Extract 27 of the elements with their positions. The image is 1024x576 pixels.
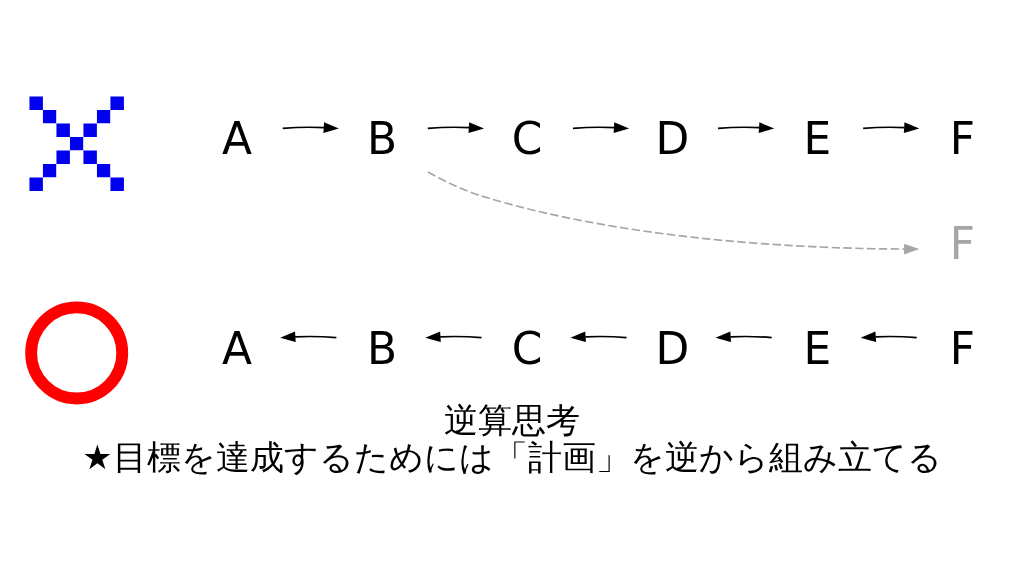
arrow xyxy=(281,122,339,133)
node-text: F xyxy=(949,217,976,269)
node-text: B xyxy=(367,113,398,165)
arrow xyxy=(572,122,630,133)
arrow xyxy=(860,331,918,343)
arrow xyxy=(717,122,775,133)
node-text: C xyxy=(511,322,543,374)
node-text: E xyxy=(803,113,832,165)
node-text: D xyxy=(655,113,690,165)
node-text: A xyxy=(221,113,252,165)
node-text: B xyxy=(367,322,398,374)
arrow xyxy=(570,331,628,343)
arrow xyxy=(427,171,920,255)
arrow xyxy=(715,331,773,343)
arrow xyxy=(425,331,483,343)
node-text: F xyxy=(949,322,976,374)
diagram-title: 逆算思考 xyxy=(444,401,580,441)
node-text: C xyxy=(511,113,543,165)
arrow xyxy=(862,122,920,133)
arrow xyxy=(280,331,338,343)
node-text: A xyxy=(221,322,252,374)
node-text: F xyxy=(949,113,976,165)
node-text: E xyxy=(803,322,832,374)
node-text: D xyxy=(655,322,690,374)
node-circle xyxy=(25,301,129,405)
arrow xyxy=(427,122,484,133)
caption: ★目標を達成するためには「計画」を逆から組み立てる xyxy=(82,438,942,478)
